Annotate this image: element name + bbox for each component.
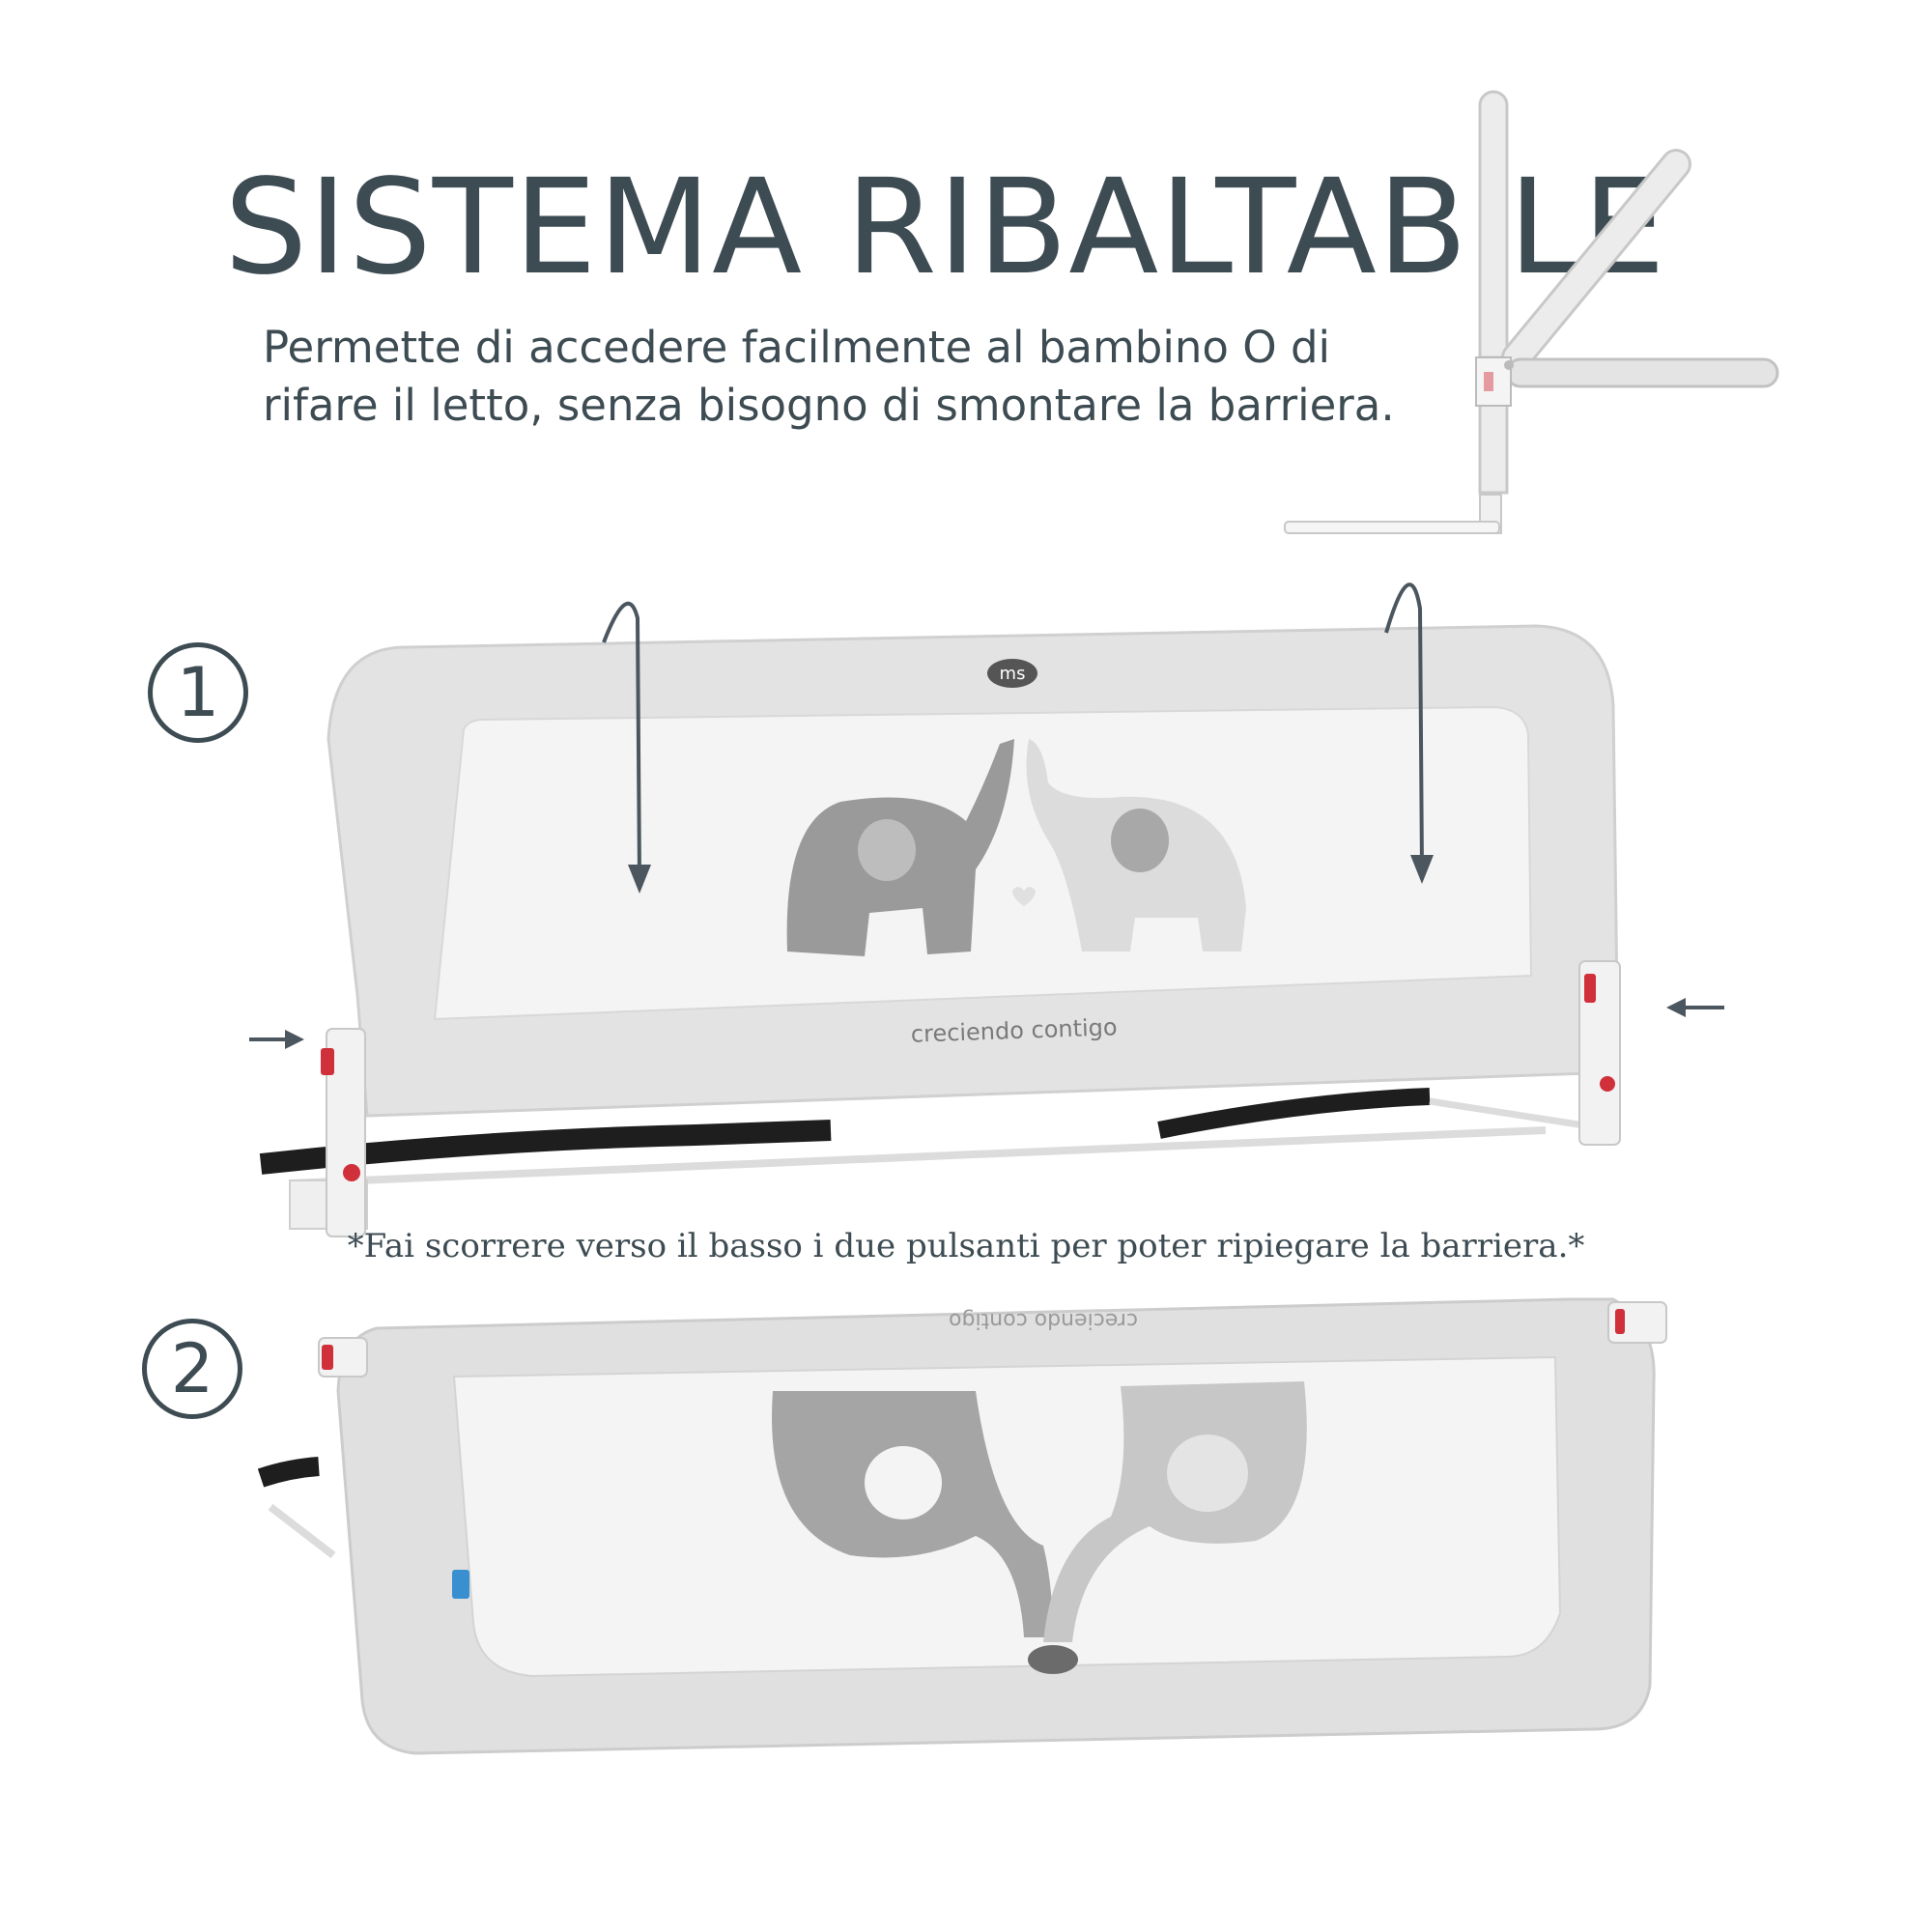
page-title: SISTEMA RIBALTABILE [224, 152, 1667, 304]
brand-logo-letters: ms [1000, 664, 1026, 684]
base-bar-folded [268, 1503, 336, 1559]
slide-button-left-folded[interactable] [322, 1345, 333, 1370]
page-subtitle: Permette di accedere facilmente al bambi… [263, 319, 1470, 435]
arrow-head-down-left [628, 865, 651, 894]
step-1-number: 1 [176, 653, 220, 732]
arrow-press-right-head [1666, 998, 1686, 1017]
bed-rail-folded: creciendo contigo [257, 1297, 1667, 1755]
diagram-rail-folded [1505, 357, 1779, 388]
step-2-number: 2 [170, 1329, 214, 1408]
instruction-note: *Fai scorrere verso il basso i due pulsa… [347, 1227, 1585, 1265]
diagram-pivot [1504, 360, 1514, 370]
diagram-base-bar [1284, 521, 1500, 534]
hinge-left [326, 1028, 366, 1237]
arrow-head-down-right [1410, 855, 1434, 884]
arrow-press-left-head [285, 1030, 304, 1049]
heart-icon [1012, 887, 1036, 906]
slide-button-left[interactable] [321, 1048, 334, 1075]
elephant-light-folded [1043, 1381, 1307, 1642]
subtitle-line-1: Permette di accedere facilmente al bambi… [263, 322, 1331, 373]
hinge-right [1578, 960, 1621, 1146]
lock-button-right[interactable] [1600, 1076, 1615, 1092]
step-1-badge: 1 [148, 642, 248, 743]
slide-button-right[interactable] [1584, 974, 1596, 1003]
rail-mesh-window [433, 705, 1533, 1021]
lock-button-left[interactable] [343, 1164, 360, 1181]
strap-folded [257, 1457, 320, 1488]
step-2-badge: 2 [142, 1319, 242, 1419]
bed-rail-upright: ms creciendo contigo [249, 582, 1724, 1237]
label-tag-icon [452, 1570, 469, 1599]
subtitle-line-2: rifare il letto, senza bisogno di smonta… [263, 380, 1395, 431]
base-bar-side [1429, 1097, 1585, 1129]
elephant-light-ear [1111, 809, 1169, 872]
diagram-rail-tilted [1504, 152, 1689, 370]
elephant-dark-folded-ear [865, 1446, 942, 1520]
brand-logo-folded-icon [1028, 1645, 1078, 1674]
base-bar-front [289, 1126, 1547, 1187]
brand-tagline-mirrored: creciendo contigo [949, 1308, 1138, 1332]
arrow-curve-left [602, 601, 641, 880]
folding-diagram [1284, 90, 1779, 534]
arrow-curve-right [1384, 582, 1424, 870]
elephant-dark-ear [858, 819, 916, 881]
strap-left [259, 1120, 832, 1175]
strap-right [1157, 1088, 1431, 1139]
elephant-light-folded-ear [1167, 1435, 1248, 1512]
diagram-button [1484, 372, 1493, 391]
diagram-rail-upright [1478, 90, 1509, 374]
slide-button-right-folded[interactable] [1615, 1309, 1625, 1334]
brand-logo-icon [987, 659, 1037, 688]
